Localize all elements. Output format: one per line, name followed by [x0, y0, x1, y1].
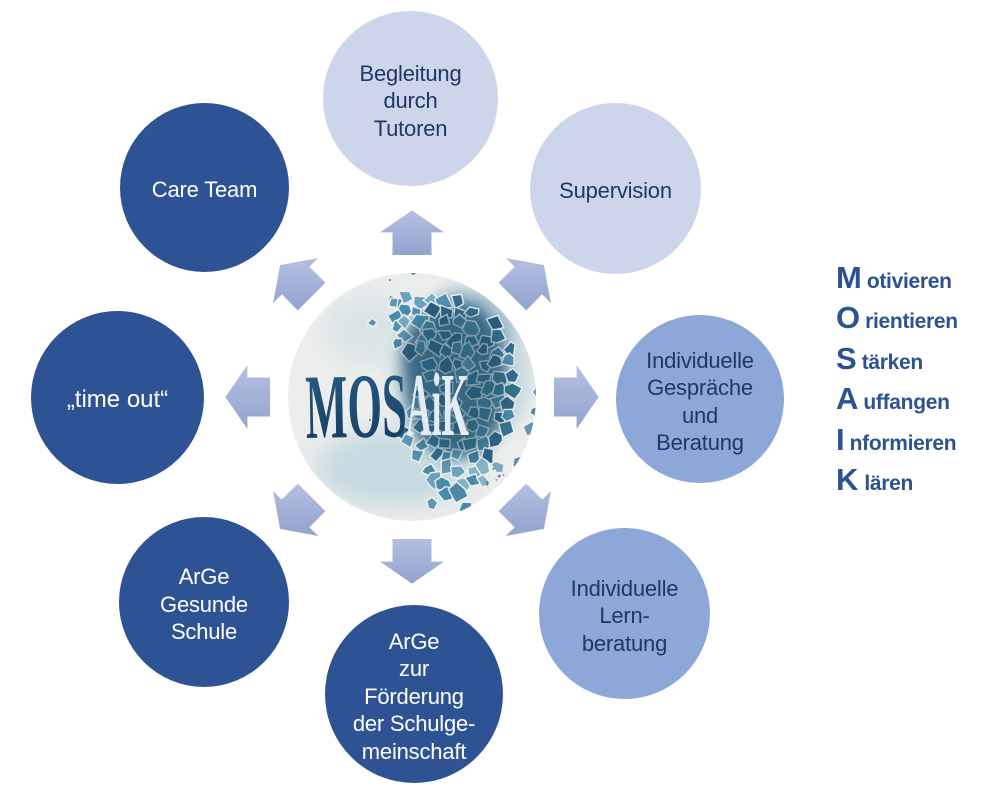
svg-text:MOS: MOS	[305, 354, 408, 458]
svg-text:AiK: AiK	[406, 356, 469, 455]
